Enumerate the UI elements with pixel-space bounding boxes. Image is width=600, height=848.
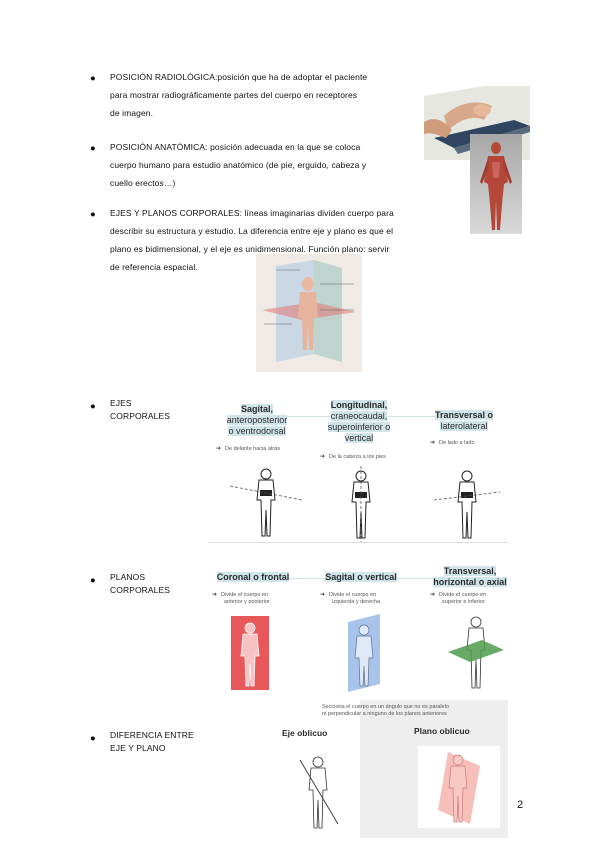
eje-oblicuo-figure xyxy=(299,756,339,829)
eje-sagital-title: Sagital, anteroposterior o ventrodorsal xyxy=(214,404,300,437)
text-line: cuerpo humano para estudio anatómico (de… xyxy=(110,160,367,170)
eje-oblicuo-label: Eje oblicuo xyxy=(282,728,328,738)
title-line: anteroposterior xyxy=(226,415,288,425)
title-line: superoinferior o xyxy=(327,422,391,432)
arrow-right-icon: ➔ xyxy=(212,592,218,598)
text-line: DIFERENCIA ENTRE xyxy=(110,730,194,740)
plano-coronal-figure xyxy=(231,616,269,690)
note-text: superior e inferior xyxy=(442,599,485,605)
bullet-icon: ● xyxy=(90,401,96,412)
plano-oblicuo-figure xyxy=(438,752,480,824)
caption-line: Secciona el cuerpo en un ángulo que no e… xyxy=(322,704,449,710)
planos-corporales-label: PLANOS CORPORALES xyxy=(110,571,200,597)
eje-sagital-figure xyxy=(229,468,303,537)
plano-coronal-title: Coronal o frontal xyxy=(210,572,296,582)
text-line: POSICIÓN RADIOLÓGICA:posición que ha de … xyxy=(110,72,368,82)
axes-planes-text: EJES Y PLANOS CORPORALES: líneas imagina… xyxy=(110,204,450,276)
arrow-right-icon: ➔ xyxy=(430,440,436,446)
arrow-right-icon: ➔ xyxy=(320,592,326,598)
note-text: Divide el cuerpo en xyxy=(221,592,269,598)
note-text: Divide el cuerpo en xyxy=(439,592,487,598)
caption-line: ni perpendicular a ninguno de los planos… xyxy=(322,711,447,717)
eje-transversal-figure xyxy=(433,470,501,539)
text-line: de imagen. xyxy=(110,108,154,118)
arrow-right-icon: ➔ xyxy=(430,592,436,598)
arrow-right-icon: ➔ xyxy=(216,446,222,452)
text-line: describir su estructura y estudio. La di… xyxy=(110,226,394,236)
title-line: o ventrodorsal xyxy=(228,426,286,436)
eje-transversal-title: Transversal o laterolateral xyxy=(422,410,506,432)
text-line: POSICIÓN ANATÓMICA: posición adecuada en… xyxy=(110,142,361,152)
title-line: horizontal o axial xyxy=(433,577,507,587)
plano-sagital-figure xyxy=(348,614,380,692)
eje-longitudinal-note: ➔De la cabeza a los pies xyxy=(320,454,386,461)
title-line: Transversal, xyxy=(443,566,497,576)
title-line: Sagital, xyxy=(240,404,273,414)
plano-oblicuo-box xyxy=(418,746,500,828)
title-text: Sagital o vertical xyxy=(325,572,397,582)
radiological-position-text: POSICIÓN RADIOLÓGICA:posición que ha de … xyxy=(110,68,420,122)
ejes-figure: Sagital, anteroposterior o ventrodorsal … xyxy=(208,396,508,544)
plano-transversal-title: Transversal, horizontal o axial xyxy=(428,566,512,588)
text-line: CORPORALES xyxy=(110,585,171,595)
text-line: EJE Y PLANO xyxy=(110,743,166,753)
title-line: Transversal o xyxy=(434,410,494,420)
note-text: De lado a lado xyxy=(439,440,475,446)
note-text: Divide el cuerpo en xyxy=(329,592,377,598)
note-text: De delante hacia atrás xyxy=(225,446,281,452)
text-line: cuello erectos…) xyxy=(110,178,176,188)
text-line: plano es bidimensional, y el eje es unid… xyxy=(110,244,390,254)
anatomical-position-text: POSICIÓN ANATÓMICA: posición adecuada en… xyxy=(110,138,420,192)
title-line: laterolateral xyxy=(440,421,488,431)
note-text: izquierda y derecha xyxy=(332,599,381,605)
text-line: EJES xyxy=(110,398,132,408)
anatomy-muscle-photo xyxy=(470,134,522,234)
planos-figure: Coronal o frontal Sagital o vertical Tra… xyxy=(206,566,512,696)
divider-line xyxy=(208,542,508,543)
eje-sagital-note: ➔De delante hacia atrás xyxy=(216,446,280,453)
ejes-corporales-label: EJES CORPORALES xyxy=(110,397,200,423)
diferencia-caption: Secciona el cuerpo en un ángulo que no e… xyxy=(322,704,502,718)
bullet-icon: ● xyxy=(90,73,96,84)
text-line: para mostrar radiográficamente partes de… xyxy=(110,90,358,100)
text-line: PLANOS xyxy=(110,572,146,582)
note-text: anterior y posterior xyxy=(224,599,270,605)
eje-longitudinal-title: Longitudinal, craneocaudal, superoinferi… xyxy=(316,400,402,444)
bullet-icon: ● xyxy=(90,209,96,220)
note-text: De la cabeza a los pies xyxy=(329,454,386,460)
bullet-icon: ● xyxy=(90,575,96,586)
bullet-icon: ● xyxy=(90,733,96,744)
title-line: craneocaudal, xyxy=(330,411,388,421)
eje-transversal-note: ➔De lado a lado xyxy=(430,440,475,447)
plano-sagital-title: Sagital o vertical xyxy=(318,572,404,582)
title-line: vertical xyxy=(344,433,374,443)
title-line: Longitudinal, xyxy=(330,400,388,410)
diferencia-label: DIFERENCIA ENTRE EJE Y PLANO xyxy=(110,729,220,755)
text-line: de referencia espacial. xyxy=(110,262,198,272)
arrow-right-icon: ➔ xyxy=(320,454,326,460)
bullet-icon: ● xyxy=(90,143,96,154)
title-text: Coronal o frontal xyxy=(216,572,290,582)
text-line: EJES Y PLANOS CORPORALES: líneas imagina… xyxy=(110,208,394,218)
planes-illustration xyxy=(256,254,362,372)
text-line: CORPORALES xyxy=(110,411,171,421)
plano-oblicuo-label: Plano oblicuo xyxy=(414,726,470,736)
page-number: 2 xyxy=(517,799,524,811)
eje-longitudinal-figure xyxy=(351,466,371,542)
plano-transversal-figure xyxy=(448,616,504,689)
